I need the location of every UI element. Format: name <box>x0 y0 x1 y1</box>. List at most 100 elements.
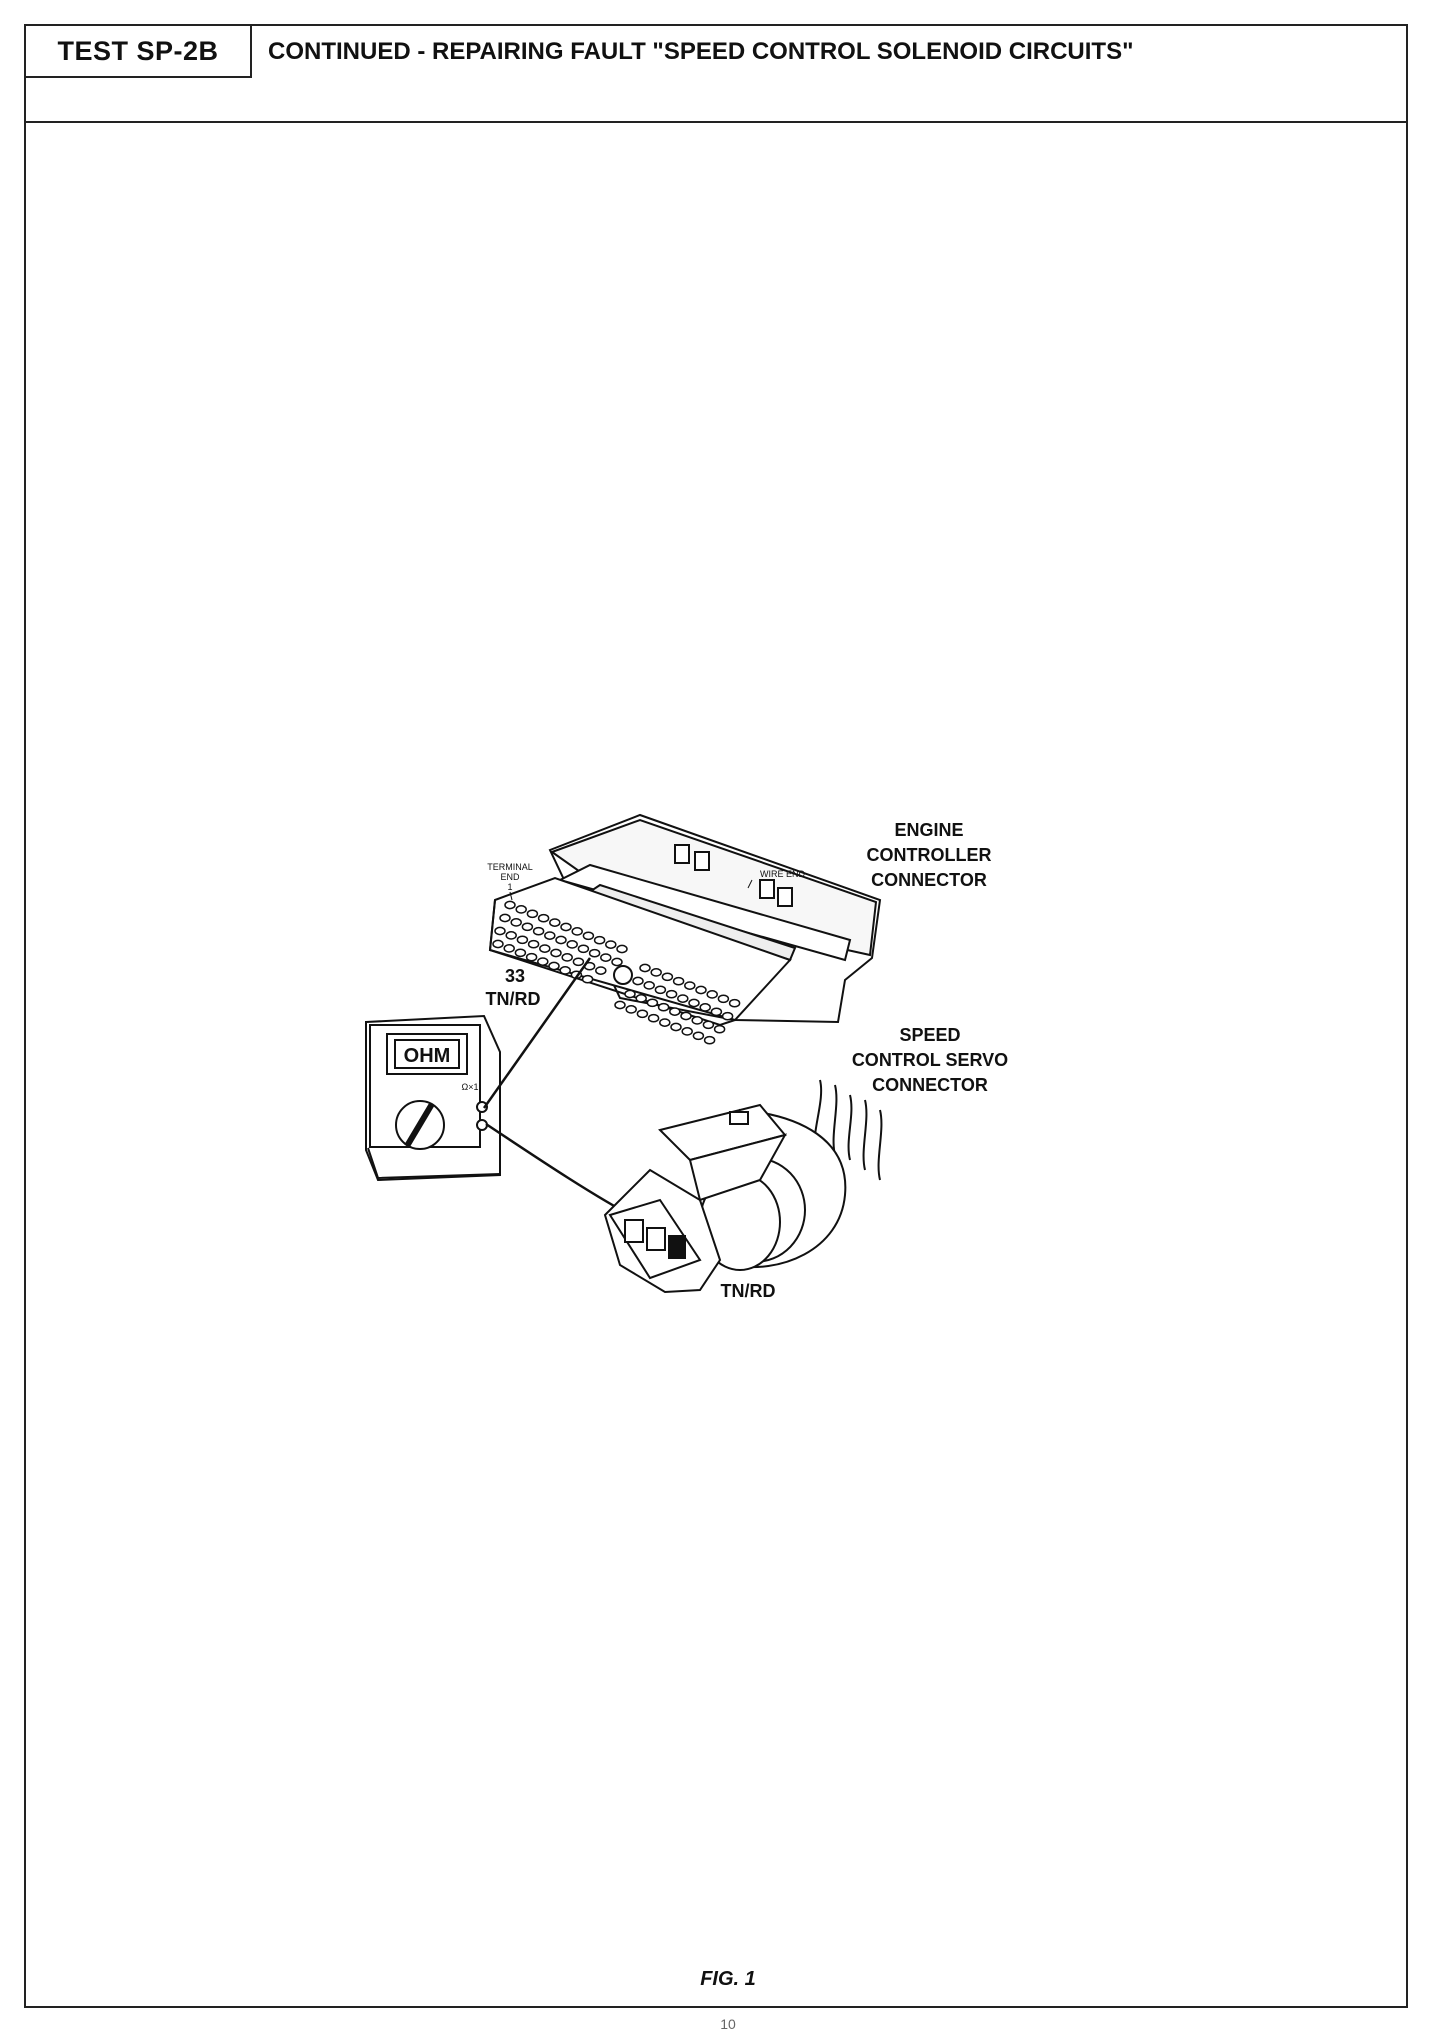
pin-33-label: 33 <box>505 966 525 986</box>
connector-pin <box>548 961 560 971</box>
connector-pin <box>588 948 601 958</box>
connector-pin <box>516 935 529 945</box>
connector-pin <box>555 935 567 945</box>
connector-pin <box>654 985 667 995</box>
connector-pins-lower <box>614 963 741 1045</box>
connector-pin <box>706 990 718 999</box>
ohmmeter <box>365 1014 501 1182</box>
connector-pin <box>527 939 540 949</box>
connector-pin <box>728 998 741 1008</box>
test-lead-upper <box>482 957 592 1109</box>
figure-caption: FIG. 1 <box>700 1968 756 1990</box>
connector-pin <box>515 905 527 914</box>
connector-pin <box>572 957 585 967</box>
engine-label-line1: ENGINE <box>894 820 963 840</box>
connector-pin <box>625 1005 637 1014</box>
page-frame: TEST SP-2B CONTINUED - REPAIRING FAULT "… <box>24 24 1408 2008</box>
connector-pin <box>695 985 707 995</box>
connector-pin <box>616 944 628 954</box>
connector-pin <box>670 1022 682 1032</box>
connector-pin <box>525 952 538 962</box>
connector-pin <box>560 922 572 932</box>
connector-pin <box>532 926 545 936</box>
connector-pin <box>504 900 516 910</box>
connector-pin <box>494 926 506 936</box>
connector-pin <box>544 931 556 940</box>
connector-pin <box>577 944 590 954</box>
terminal-end-label-line2: END <box>500 872 520 882</box>
connector-pin <box>582 931 595 941</box>
connector-pin <box>537 957 549 966</box>
connector-pin <box>593 935 606 945</box>
connector-pin <box>691 1016 703 1025</box>
connector-pin <box>713 1024 726 1034</box>
speed-control-servo-connector <box>603 1079 883 1294</box>
wire-end-leader <box>747 879 753 889</box>
connector-pin <box>684 981 696 990</box>
connector-pin <box>669 1007 681 1016</box>
connector-pin <box>503 944 515 953</box>
ohmmeter-range: Ω×1 <box>462 1082 479 1092</box>
connector-pin <box>717 994 730 1004</box>
connector-pin <box>635 994 647 1003</box>
connector-pin <box>692 1031 705 1041</box>
connector-pin <box>647 1013 660 1023</box>
connector-pin <box>611 957 623 967</box>
connector-pin <box>539 944 551 953</box>
connector-pin <box>624 989 636 999</box>
ohmmeter-display: OHM <box>404 1045 451 1067</box>
connector-pin <box>710 1007 723 1017</box>
wire-color-upper: TN/RD <box>486 989 541 1009</box>
connector-pin <box>650 968 662 977</box>
connector-pin <box>614 1000 626 1010</box>
connector-pin <box>702 1020 715 1030</box>
terminal-end-label-line1: TERMINAL <box>487 862 533 872</box>
terminal-leader <box>509 891 513 901</box>
wire-color-lower: TN/RD <box>721 1281 776 1301</box>
connector-pin <box>639 963 651 973</box>
test-id: TEST SP-2B <box>26 26 252 78</box>
servo-label-line3: CONNECTOR <box>872 1075 988 1095</box>
connector-pin <box>537 913 550 923</box>
connector-pins-upper <box>492 900 628 984</box>
connector-pin <box>492 939 504 949</box>
connector-pin <box>632 976 644 986</box>
connector-pin <box>559 966 571 975</box>
connector-pin <box>721 1011 734 1021</box>
test-title: CONTINUED - REPAIRING FAULT "SPEED CONTR… <box>268 38 1134 65</box>
connector-pin <box>643 981 655 990</box>
connector-pin <box>665 989 678 999</box>
connector-pin <box>681 1027 693 1036</box>
connector-pin <box>549 918 561 927</box>
engine-label-line3: CONNECTOR <box>871 870 987 890</box>
terminal-number-label: 1 <box>507 882 512 892</box>
connector-pin <box>677 994 689 1003</box>
connector-pin <box>550 948 562 958</box>
wire-end-label: WIRE END <box>760 869 806 879</box>
connector-pin <box>571 927 583 936</box>
connector-pin <box>600 953 612 962</box>
connector-pin <box>688 998 700 1008</box>
connector-pin <box>566 940 578 949</box>
connector-pin <box>659 1018 671 1027</box>
connector-pin <box>703 1035 716 1045</box>
header-band: TEST SP-2B CONTINUED - REPAIRING FAULT "… <box>26 26 1406 123</box>
servo-label-line2: CONTROL SERVO <box>852 1050 1008 1070</box>
connector-pin <box>699 1003 711 1012</box>
connector-pin <box>510 918 522 927</box>
connector-pin <box>636 1009 649 1019</box>
connector-pin <box>505 931 517 940</box>
connector-pin <box>499 913 511 923</box>
connector-pin <box>521 922 534 932</box>
connector-pin <box>646 998 659 1008</box>
engine-controller-connector <box>488 813 882 1027</box>
connector-pin <box>605 940 617 949</box>
connector-pin <box>661 972 674 982</box>
connector-pin <box>657 1002 670 1012</box>
connector-pin <box>595 966 607 975</box>
connector-pin <box>561 953 573 962</box>
engine-label-line2: CONTROLLER <box>867 845 992 865</box>
connector-pin <box>680 1011 692 1021</box>
connector-pin <box>526 909 539 919</box>
